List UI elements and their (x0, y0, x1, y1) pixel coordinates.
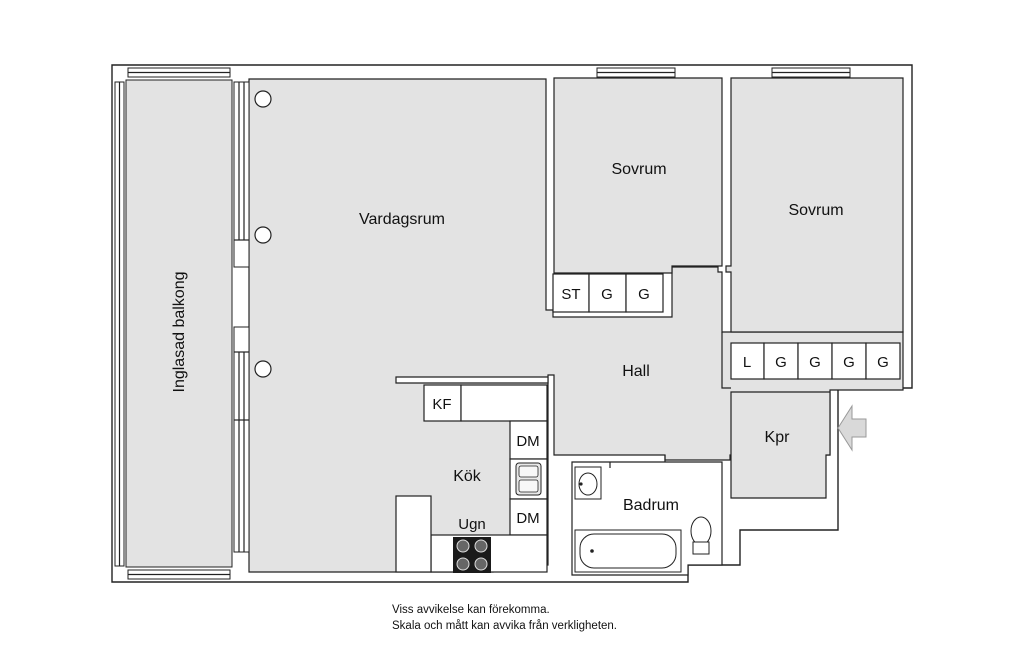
column-1 (254, 90, 272, 108)
dishwasher-2 (509, 498, 548, 536)
disclaimer: Viss avvikelse kan förekomma. Skala och … (392, 602, 617, 634)
wardrobe-g4 (797, 342, 833, 380)
fixture-label-kf: KF (432, 396, 451, 413)
room-label-bedroom1: Sovrum (611, 161, 666, 178)
fixture-label-g2: G (638, 286, 650, 303)
toilet (690, 516, 712, 555)
wardrobe-l (730, 342, 765, 380)
closet-floor (730, 391, 831, 499)
room-label-bathroom: Badrum (623, 497, 679, 514)
fixture-label-ugn: Ugn (458, 516, 486, 533)
living-window-upper (233, 81, 250, 268)
fixture-label-dm2: DM (516, 510, 539, 527)
fixture-label-g4: G (809, 354, 821, 371)
wardrobe-g1 (588, 273, 627, 313)
kitchen-tall-cabinet (395, 495, 432, 573)
fixture-label-st: ST (561, 286, 580, 303)
wardrobe-g5 (831, 342, 867, 380)
kitchen-counter-top (395, 376, 549, 384)
column-2 (254, 226, 272, 244)
room-label-hall: Hall (622, 363, 650, 380)
disclaimer-line-1: Viss avvikelse kan förekomma. (392, 604, 550, 616)
fixture-label-g1: G (601, 286, 613, 303)
room-label-living: Vardagsrum (359, 211, 445, 228)
wardrobe-g6 (865, 342, 901, 380)
floor-plan: Inglasad balkong Vardagsrum Sovrum Sovru… (111, 64, 913, 583)
fridge-kf (423, 384, 462, 422)
fixture-label-g6: G (877, 354, 889, 371)
room-label-balcony: Inglasad balkong (171, 272, 188, 393)
disclaimer-line-2: Skala och mått kan avvika från verklighe… (392, 620, 618, 632)
room-label-bedroom2: Sovrum (788, 202, 843, 219)
living-window-lower (233, 326, 250, 553)
fixture-label-g3: G (775, 354, 787, 371)
entrance-arrow-icon (837, 404, 867, 452)
balcony-floor (125, 79, 233, 568)
column-3 (254, 360, 272, 378)
wardrobe-g2 (625, 273, 664, 313)
dishwasher-1 (509, 420, 548, 460)
bedroom1-floor (553, 77, 723, 274)
room-label-closet: Kpr (765, 429, 791, 446)
fixture-label-l: L (743, 354, 751, 371)
fixture-label-dm1: DM (516, 433, 539, 450)
bedroom2-floor (725, 77, 904, 333)
room-label-kitchen: Kök (453, 468, 482, 485)
counter-segment (460, 384, 548, 422)
fixture-label-g5: G (843, 354, 855, 371)
